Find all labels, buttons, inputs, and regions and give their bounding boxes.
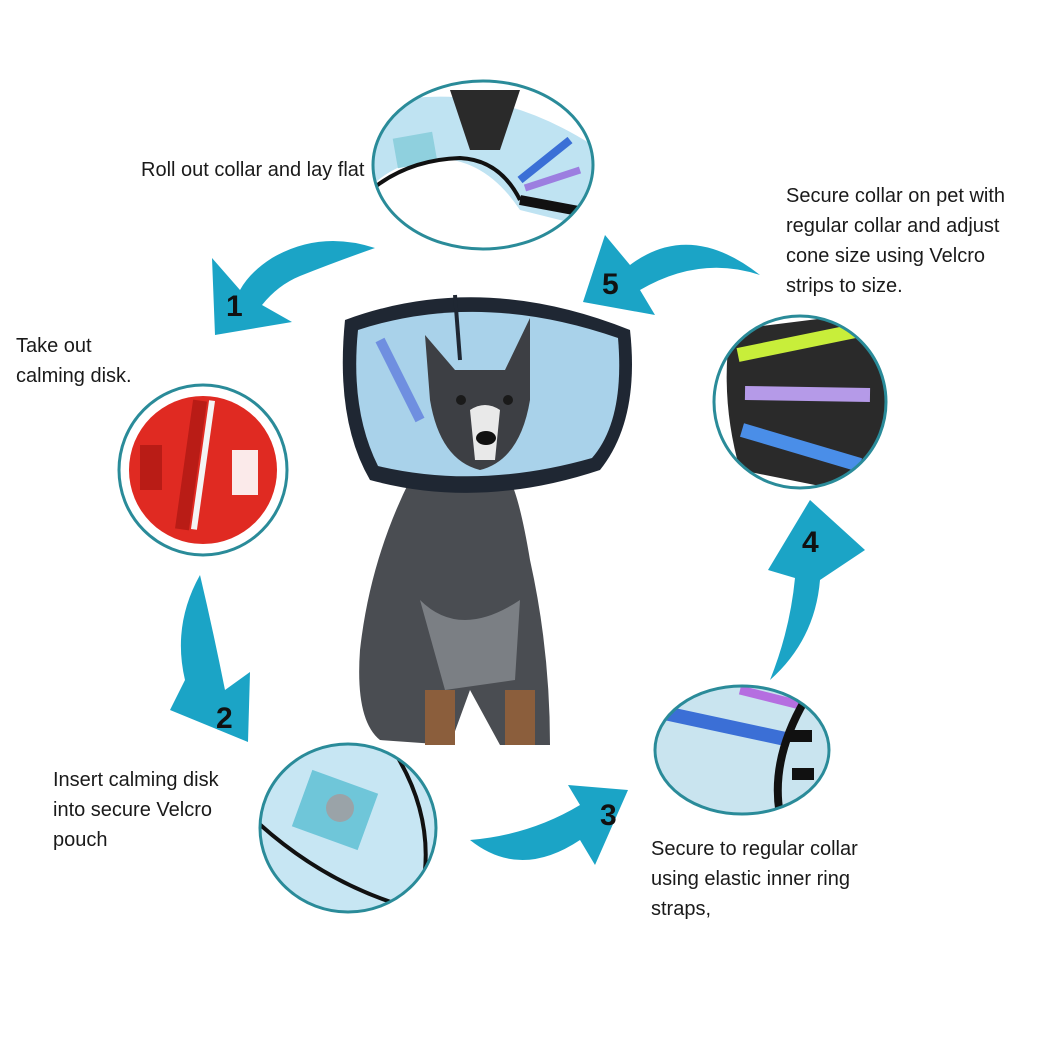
arrow-step-1 [212, 240, 375, 335]
step-number-2: 2 [216, 702, 233, 735]
arrow-step-4 [768, 500, 865, 680]
step-number-4: 4 [802, 526, 819, 559]
velcro-pouch-image [258, 742, 438, 914]
arrow-step-3 [470, 785, 628, 865]
arrow-step-2 [170, 575, 250, 742]
step-number-3: 3 [600, 799, 617, 832]
step-number-5: 5 [602, 268, 619, 301]
dog-wearing-cone-image [342, 294, 632, 745]
arrow-step-5 [583, 235, 760, 315]
inner-ring-straps-image [653, 684, 831, 816]
flat-collar-image [371, 79, 595, 251]
velcro-strips-image [712, 314, 888, 490]
caption-step-1: Take out calming disk. [16, 335, 132, 387]
step-number-1: 1 [226, 290, 243, 323]
caption-step-3: Secure to regular collar using elastic i… [651, 838, 858, 920]
caption-step-4: Secure collar on pet with regular collar… [786, 185, 1006, 297]
caption-step-2: Insert calming disk into secure Velcro p… [53, 769, 219, 851]
caption-roll-out: Roll out collar and lay flat [141, 159, 365, 181]
calming-disk-image [117, 383, 289, 557]
